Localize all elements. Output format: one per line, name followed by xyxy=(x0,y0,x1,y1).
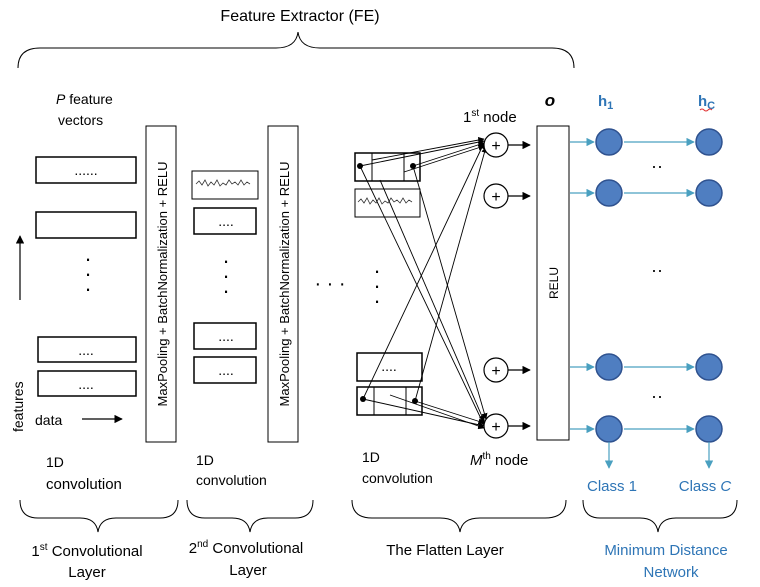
mdn-dots: ·· xyxy=(651,260,663,280)
conv1-caption-line1: 1D xyxy=(46,454,64,470)
pooling-label-1: MaxPooling + BatchNormalization + RELU xyxy=(155,162,170,407)
h1-label: h1 xyxy=(598,93,613,112)
svg-text:+: + xyxy=(491,138,500,155)
conv2-layer-label-line1: 2nd Convolutional xyxy=(189,539,304,557)
feature-extractor-brace xyxy=(17,31,575,69)
feature-extractor-title: Feature Extractor (FE) xyxy=(220,8,379,25)
conv2-brace xyxy=(186,499,314,533)
svg-text:+: + xyxy=(491,189,500,206)
vertical-dots: · xyxy=(84,246,91,271)
hc-label: hC xyxy=(698,93,715,112)
mdn-arrows-in xyxy=(570,137,595,434)
conv1-layer-label-line2: Layer xyxy=(68,564,106,581)
mdn-label-line1: Minimum Distance xyxy=(604,542,727,559)
p-feature-vectors-line1: P feature xyxy=(56,91,113,107)
relu-block xyxy=(536,125,570,441)
conv2-layer-label-line2: Layer xyxy=(229,562,267,579)
conv1-layer-label-line1: 1st Convolutional xyxy=(31,542,142,560)
o-output-label: o xyxy=(545,91,555,110)
dots-label: .... xyxy=(218,328,234,344)
dots-label: .... xyxy=(78,376,94,392)
conv1-feature-maps: ...... · · · .... .... xyxy=(35,156,137,397)
svg-text:·: · xyxy=(373,288,380,313)
signal-waveform xyxy=(195,179,251,187)
first-node-label: 1st node xyxy=(463,108,517,126)
mdn-label-line2: Network xyxy=(643,564,699,581)
conv2-feature-maps: .... · · · .... .... xyxy=(191,170,259,384)
conv1-caption-line2: convolution xyxy=(46,476,122,493)
vertical-dots: · xyxy=(84,276,91,301)
svg-text:·: · xyxy=(373,258,380,283)
relu-label: RELU xyxy=(547,267,561,299)
conv2-caption-line1: 1D xyxy=(196,452,214,468)
svg-text:·: · xyxy=(222,263,229,288)
vertical-dots: · xyxy=(84,261,91,286)
svg-text:·: · xyxy=(373,273,380,298)
dots-label: .... xyxy=(381,358,397,374)
flatten-feature-maps: · · · .... xyxy=(354,152,423,416)
mdn-brace xyxy=(582,499,738,533)
data-axis-label: data xyxy=(35,412,62,428)
flatten-caption-line1: 1D xyxy=(362,449,380,465)
dots-label: .... xyxy=(218,362,234,378)
mdn-arrows-mid xyxy=(624,137,695,434)
flatten-to-node-connections xyxy=(359,136,488,430)
flatten-caption-line2: convolution xyxy=(362,470,433,486)
signal-waveform xyxy=(357,197,413,205)
pooling-block-2 xyxy=(267,125,299,443)
flatten-brace xyxy=(351,499,567,533)
classC-label: Class C xyxy=(679,478,732,495)
svg-text:+: + xyxy=(491,419,500,436)
dots-label: ...... xyxy=(74,162,97,178)
dots-label: .... xyxy=(218,213,234,229)
conv2-caption-line2: convolution xyxy=(196,472,267,488)
svg-text:+: + xyxy=(491,363,500,380)
flatten-layer-label: The Flatten Layer xyxy=(386,542,504,559)
mth-node-label: Mth node xyxy=(470,451,528,469)
horizontal-ellipsis: · · · xyxy=(314,273,345,295)
summation-nodes: + + + + xyxy=(483,132,509,439)
pooling-label-2: MaxPooling + BatchNormalization + RELU xyxy=(277,162,292,407)
mdn-dots: ·· xyxy=(651,156,663,176)
pooling-block-1 xyxy=(145,125,177,443)
class1-label: Class 1 xyxy=(587,478,637,495)
svg-text:·: · xyxy=(222,248,229,273)
dots-label: .... xyxy=(78,342,94,358)
features-axis-label: features xyxy=(10,381,26,432)
mdn-dots: ·· xyxy=(651,386,663,406)
p-feature-vectors-line2: vectors xyxy=(58,112,103,128)
mdn-nodes xyxy=(595,128,723,443)
spellcheck-underline xyxy=(699,108,713,112)
conv1-brace xyxy=(19,499,179,533)
svg-text:·: · xyxy=(222,278,229,303)
